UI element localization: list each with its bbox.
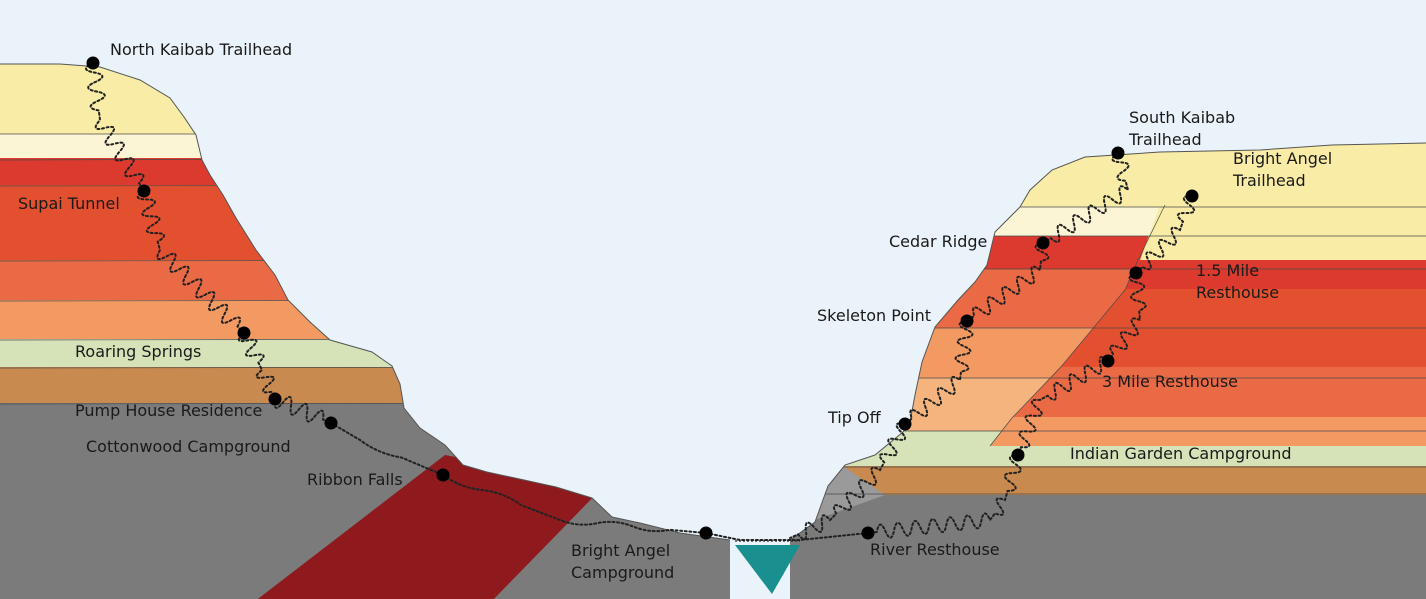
river [735,545,800,594]
indian-garden-campground-marker [1011,448,1025,462]
south-vishnu-layer [790,494,1426,599]
cedar-ridge-label: Cedar Ridge [889,232,987,251]
ribbon-falls-marker [436,468,450,482]
north-kaibab-trailhead-label: North Kaibab Trailhead [110,40,292,59]
fault-shift-upper [1140,205,1426,260]
tip-off-marker [898,417,912,431]
three-mile-resthouse-marker [1101,354,1115,368]
three-mile-resthouse-label: 3 Mile Resthouse [1102,372,1238,391]
skeleton-point-label: Skeleton Point [817,306,931,325]
cottonwood-campground-marker [324,416,338,430]
bright-angel-campground-marker [699,526,713,540]
north-kaibab-trailhead-marker [86,56,100,70]
skeleton-point-marker [960,314,974,328]
supai-tunnel-label: Supai Tunnel [18,194,120,213]
fault-shift-redwall [990,417,1426,446]
cedar-ridge-marker [1036,236,1050,250]
river-trail [705,532,869,541]
south-kaibab-trailhead-marker [1111,146,1125,160]
fault-shift-supai-lower [1012,367,1426,418]
north-kaibab-trail [84,62,332,424]
cottonwood-campground-label: Cottonwood Campground [86,437,291,456]
bright-angel-trailhead-marker [1185,189,1199,203]
pump-house-residence-label: Pump House Residence [75,401,262,420]
fault-shift-supai [1060,289,1426,368]
fault-shift-tapeats [843,466,1426,495]
one-point-five-mile-resthouse-marker [1129,266,1143,280]
north-kaibab-trail-lower [330,422,707,534]
indian-garden-campground-label: Indian Garden Campground [1070,444,1292,463]
tip-off-label: Tip Off [827,408,882,427]
supai-tunnel-marker [137,184,151,198]
fault-shift-hermit [1125,260,1426,290]
river-resthouse-marker [861,526,875,540]
pump-house-residence-marker [268,392,282,406]
roaring-springs-marker [237,326,251,340]
trails [84,56,1199,541]
roaring-springs-label: Roaring Springs [75,342,201,361]
ribbon-falls-label: Ribbon Falls [307,470,403,489]
south-rim-strata [790,143,1426,599]
south-kaibab-trail [789,152,1130,541]
dike-intrusion [250,455,605,599]
river-resthouse-label: River Resthouse [870,540,1000,559]
bright-angel-trail [867,194,1196,539]
